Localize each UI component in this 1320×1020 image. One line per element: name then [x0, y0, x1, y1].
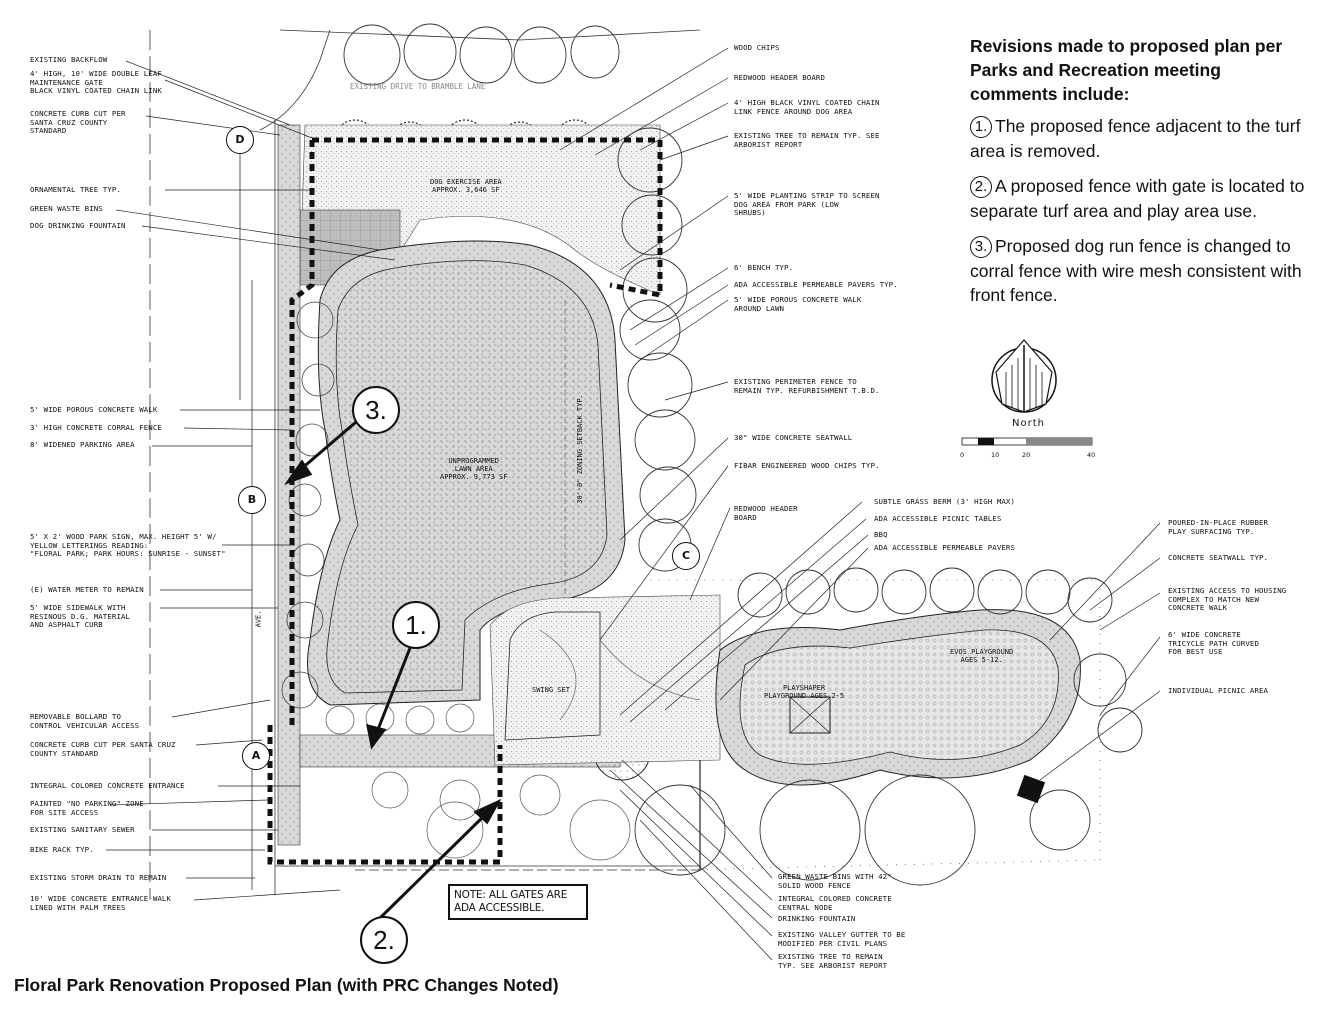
- label-water-meter: (E) WATER METER TO REMAIN: [30, 585, 144, 594]
- picnic-table: [1016, 774, 1046, 804]
- gate-note: NOTE: ALL GATES ARE ADA ACCESSIBLE.: [448, 884, 588, 920]
- label-entrance-walk: 10' WIDE CONCRETE ENTRANCE WALK LINED WI…: [30, 894, 172, 912]
- label-existing-backflow: EXISTING BACKFLOW: [30, 55, 108, 64]
- label-redwood-header: REDWOOD HEADER BOARD: [734, 73, 825, 82]
- revisions-title: Revisions made to proposed plan per Park…: [970, 36, 1283, 104]
- callout-3: 3.: [352, 386, 400, 434]
- label-sidewalk: 5' WIDE SIDEWALK WITH RESINOUS D.G. MATE…: [30, 603, 131, 630]
- revision-item-2: 2.A proposed fence with gate is located …: [970, 174, 1309, 223]
- dog-area-label: DOG EXERCISE AREA APPROX. 3,646 SF: [430, 178, 502, 194]
- label-storm-drain: EXISTING STORM DRAIN TO REMAIN: [30, 873, 167, 882]
- label-green-waste-bins: GREEN WASTE BINS: [30, 204, 103, 213]
- label-walk-around-lawn: 5' WIDE POROUS CONCRETE WALK AROUND LAWN: [734, 295, 862, 313]
- label-curb-cut-bottom: CONCRETE CURB CUT PER SANTA CRUZ COUNTY …: [30, 740, 176, 758]
- label-ornamental-tree: ORNAMENTAL TREE TYP.: [30, 185, 121, 194]
- scale-tick-20: 20: [1022, 451, 1031, 459]
- section-marker-b: B: [238, 486, 266, 514]
- label-maintenance-gate: 4' HIGH, 10' WIDE DOUBLE LEAF MAINTENANC…: [30, 69, 162, 96]
- revision-number: 2.: [970, 176, 992, 198]
- label-concrete-seatwall: CONCRETE SEATWALL TYP.: [1168, 553, 1269, 562]
- label-picnic-area: INDIVIDUAL PICNIC AREA: [1168, 686, 1269, 695]
- label-picnic-tables: ADA ACCESSIBLE PICNIC TABLES: [874, 514, 1002, 523]
- label-corral-fence: 3' HIGH CONCRETE CORRAL FENCE: [30, 423, 162, 432]
- label-colored-entrance: INTEGRAL COLORED CONCRETE ENTRANCE: [30, 781, 185, 790]
- label-tricycle-path: 6' WIDE CONCRETE TRICYCLE PATH CURVED FO…: [1168, 630, 1259, 657]
- label-existing-tree-bottom: EXISTING TREE TO REMAIN TYP. SEE ARBORIS…: [778, 952, 888, 970]
- left-leader-lines: [106, 60, 396, 901]
- revision-text: A proposed fence with gate is located to…: [970, 176, 1305, 221]
- label-central-node: INTEGRAL COLORED CONCRETE CENTRAL NODE: [778, 894, 892, 912]
- label-porous-concrete-walk: 5' WIDE POROUS CONCRETE WALK: [30, 405, 158, 414]
- label-chain-link-fence: 4' HIGH BLACK VINYL COATED CHAIN LINK FE…: [734, 98, 880, 116]
- ave-label: AVE.: [254, 610, 263, 628]
- label-fibar: FIBAR ENGINEERED WOOD CHIPS TYP.: [734, 461, 880, 470]
- revision-item-1: 1.The proposed fence adjacent to the tur…: [970, 114, 1309, 163]
- label-bollard: REMOVABLE BOLLARD TO CONTROL VEHICULAR A…: [30, 712, 140, 730]
- label-ada-pavers: ADA ACCESSIBLE PERMEABLE PAVERS: [874, 543, 1016, 552]
- label-housing-access: EXISTING ACCESS TO HOUSING COMPLEX TO MA…: [1168, 586, 1287, 613]
- label-bbq: BBQ: [874, 530, 888, 539]
- scale-tick-40: 40: [1087, 451, 1096, 459]
- label-sanitary-sewer: EXISTING SANITARY SEWER: [30, 825, 135, 834]
- revision-text: The proposed fence adjacent to the turf …: [970, 116, 1301, 161]
- label-wood-chips: WOOD CHIPS: [734, 43, 780, 52]
- revision-number: 1.: [970, 116, 992, 138]
- label-planting-strip: 5' WIDE PLANTING STRIP TO SCREEN DOG ARE…: [734, 191, 880, 218]
- lawn-label: UNPROGRAMMED LAWN AREA APPROX. 9,773 SF: [440, 457, 508, 481]
- playshaper-structure: [789, 696, 831, 734]
- label-perimeter-fence: EXISTING PERIMETER FENCE TO REMAIN TYP. …: [734, 377, 880, 395]
- swing-set-area: [504, 611, 601, 741]
- revision-item-3: 3.Proposed dog run fence is changed to c…: [970, 234, 1309, 308]
- right-leader-lines: [559, 47, 1161, 961]
- label-valley-gutter: EXISTING VALLEY GUTTER TO BE MODIFIED PE…: [778, 930, 906, 948]
- label-drinking-fountain: DRINKING FOUNTAIN: [778, 914, 856, 923]
- drive-label: EXISTING DRIVE TO BRAMBLE LANE: [350, 82, 486, 91]
- scale-bar: [961, 437, 1093, 446]
- label-permeable-pavers: ADA ACCESSIBLE PERMEABLE PAVERS TYP.: [734, 280, 898, 289]
- right-trees: [634, 567, 1143, 886]
- label-rubber-surfacing: POURED-IN-PLACE RUBBER PLAY SURFACING TY…: [1168, 518, 1269, 536]
- perimeter-fence: [650, 579, 1101, 871]
- setback-label: 30'-0" ZONING SETBACK TYP.: [576, 394, 584, 504]
- section-marker-a: A: [242, 742, 270, 770]
- label-park-sign: 5' X 2' WOOD PARK SIGN, MAX. HEIGHT 5' W…: [30, 532, 226, 559]
- top-existing-trees: [343, 23, 620, 86]
- callout-2: 2.: [360, 916, 408, 964]
- proposed-fences: [267, 137, 663, 865]
- label-no-parking: PAINTED "NO PARKING" ZONE FOR SITE ACCES…: [30, 799, 144, 817]
- label-curb-cut-top: CONCRETE CURB CUT PER SANTA CRUZ COUNTY …: [30, 109, 126, 136]
- street-lines: [149, 29, 701, 900]
- label-bike-rack: BIKE RACK TYP.: [30, 845, 94, 854]
- north-arrow-symbol: [991, 339, 1057, 413]
- revisions-panel: Revisions made to proposed plan per Park…: [964, 34, 1309, 319]
- right-tree-column: [617, 127, 697, 572]
- label-green-waste-fence: GREEN WASTE BINS WITH 42" SOLID WOOD FEN…: [778, 872, 892, 890]
- revision-number: 3.: [970, 236, 992, 258]
- scale-tick-0: 0: [960, 451, 965, 459]
- callout-arrows: [284, 420, 502, 920]
- playshaper-label: PLAYSHAPER PLAYGROUND AGES 2-5: [764, 684, 845, 700]
- label-grass-berm: SUBTLE GRASS BERM (3' HIGH MAX): [874, 497, 1016, 506]
- section-marker-c: C: [672, 542, 700, 570]
- figure-caption: Floral Park Renovation Proposed Plan (wi…: [14, 975, 559, 995]
- left-planting-circles: [281, 301, 335, 709]
- label-widened-parking: 8' WIDENED PARKING AREA: [30, 440, 135, 449]
- evos-label: EVOS PLAYGROUND AGES 5-12.: [950, 648, 1014, 664]
- section-marker-d: D: [226, 126, 254, 154]
- label-bench: 6' BENCH TYP.: [734, 263, 794, 272]
- label-redwood-header-mid: REDWOOD HEADER BOARD: [734, 504, 798, 522]
- label-dog-drinking-fountain: DOG DRINKING FOUNTAIN: [30, 221, 126, 230]
- north-label: North: [1012, 418, 1045, 429]
- label-seatwall: 30" WIDE CONCRETE SEATWALL: [734, 433, 853, 442]
- scale-tick-10: 10: [991, 451, 1000, 459]
- swing-set-label: SWING SET: [532, 686, 570, 694]
- left-sidewalk: [277, 124, 301, 846]
- revision-text: Proposed dog run fence is changed to cor…: [970, 236, 1302, 305]
- playground-surface: [739, 629, 1059, 765]
- lawn-area: [326, 260, 608, 694]
- label-existing-tree-top: EXISTING TREE TO REMAIN TYP. SEE ARBORIS…: [734, 131, 880, 149]
- callout-1: 1.: [392, 601, 440, 649]
